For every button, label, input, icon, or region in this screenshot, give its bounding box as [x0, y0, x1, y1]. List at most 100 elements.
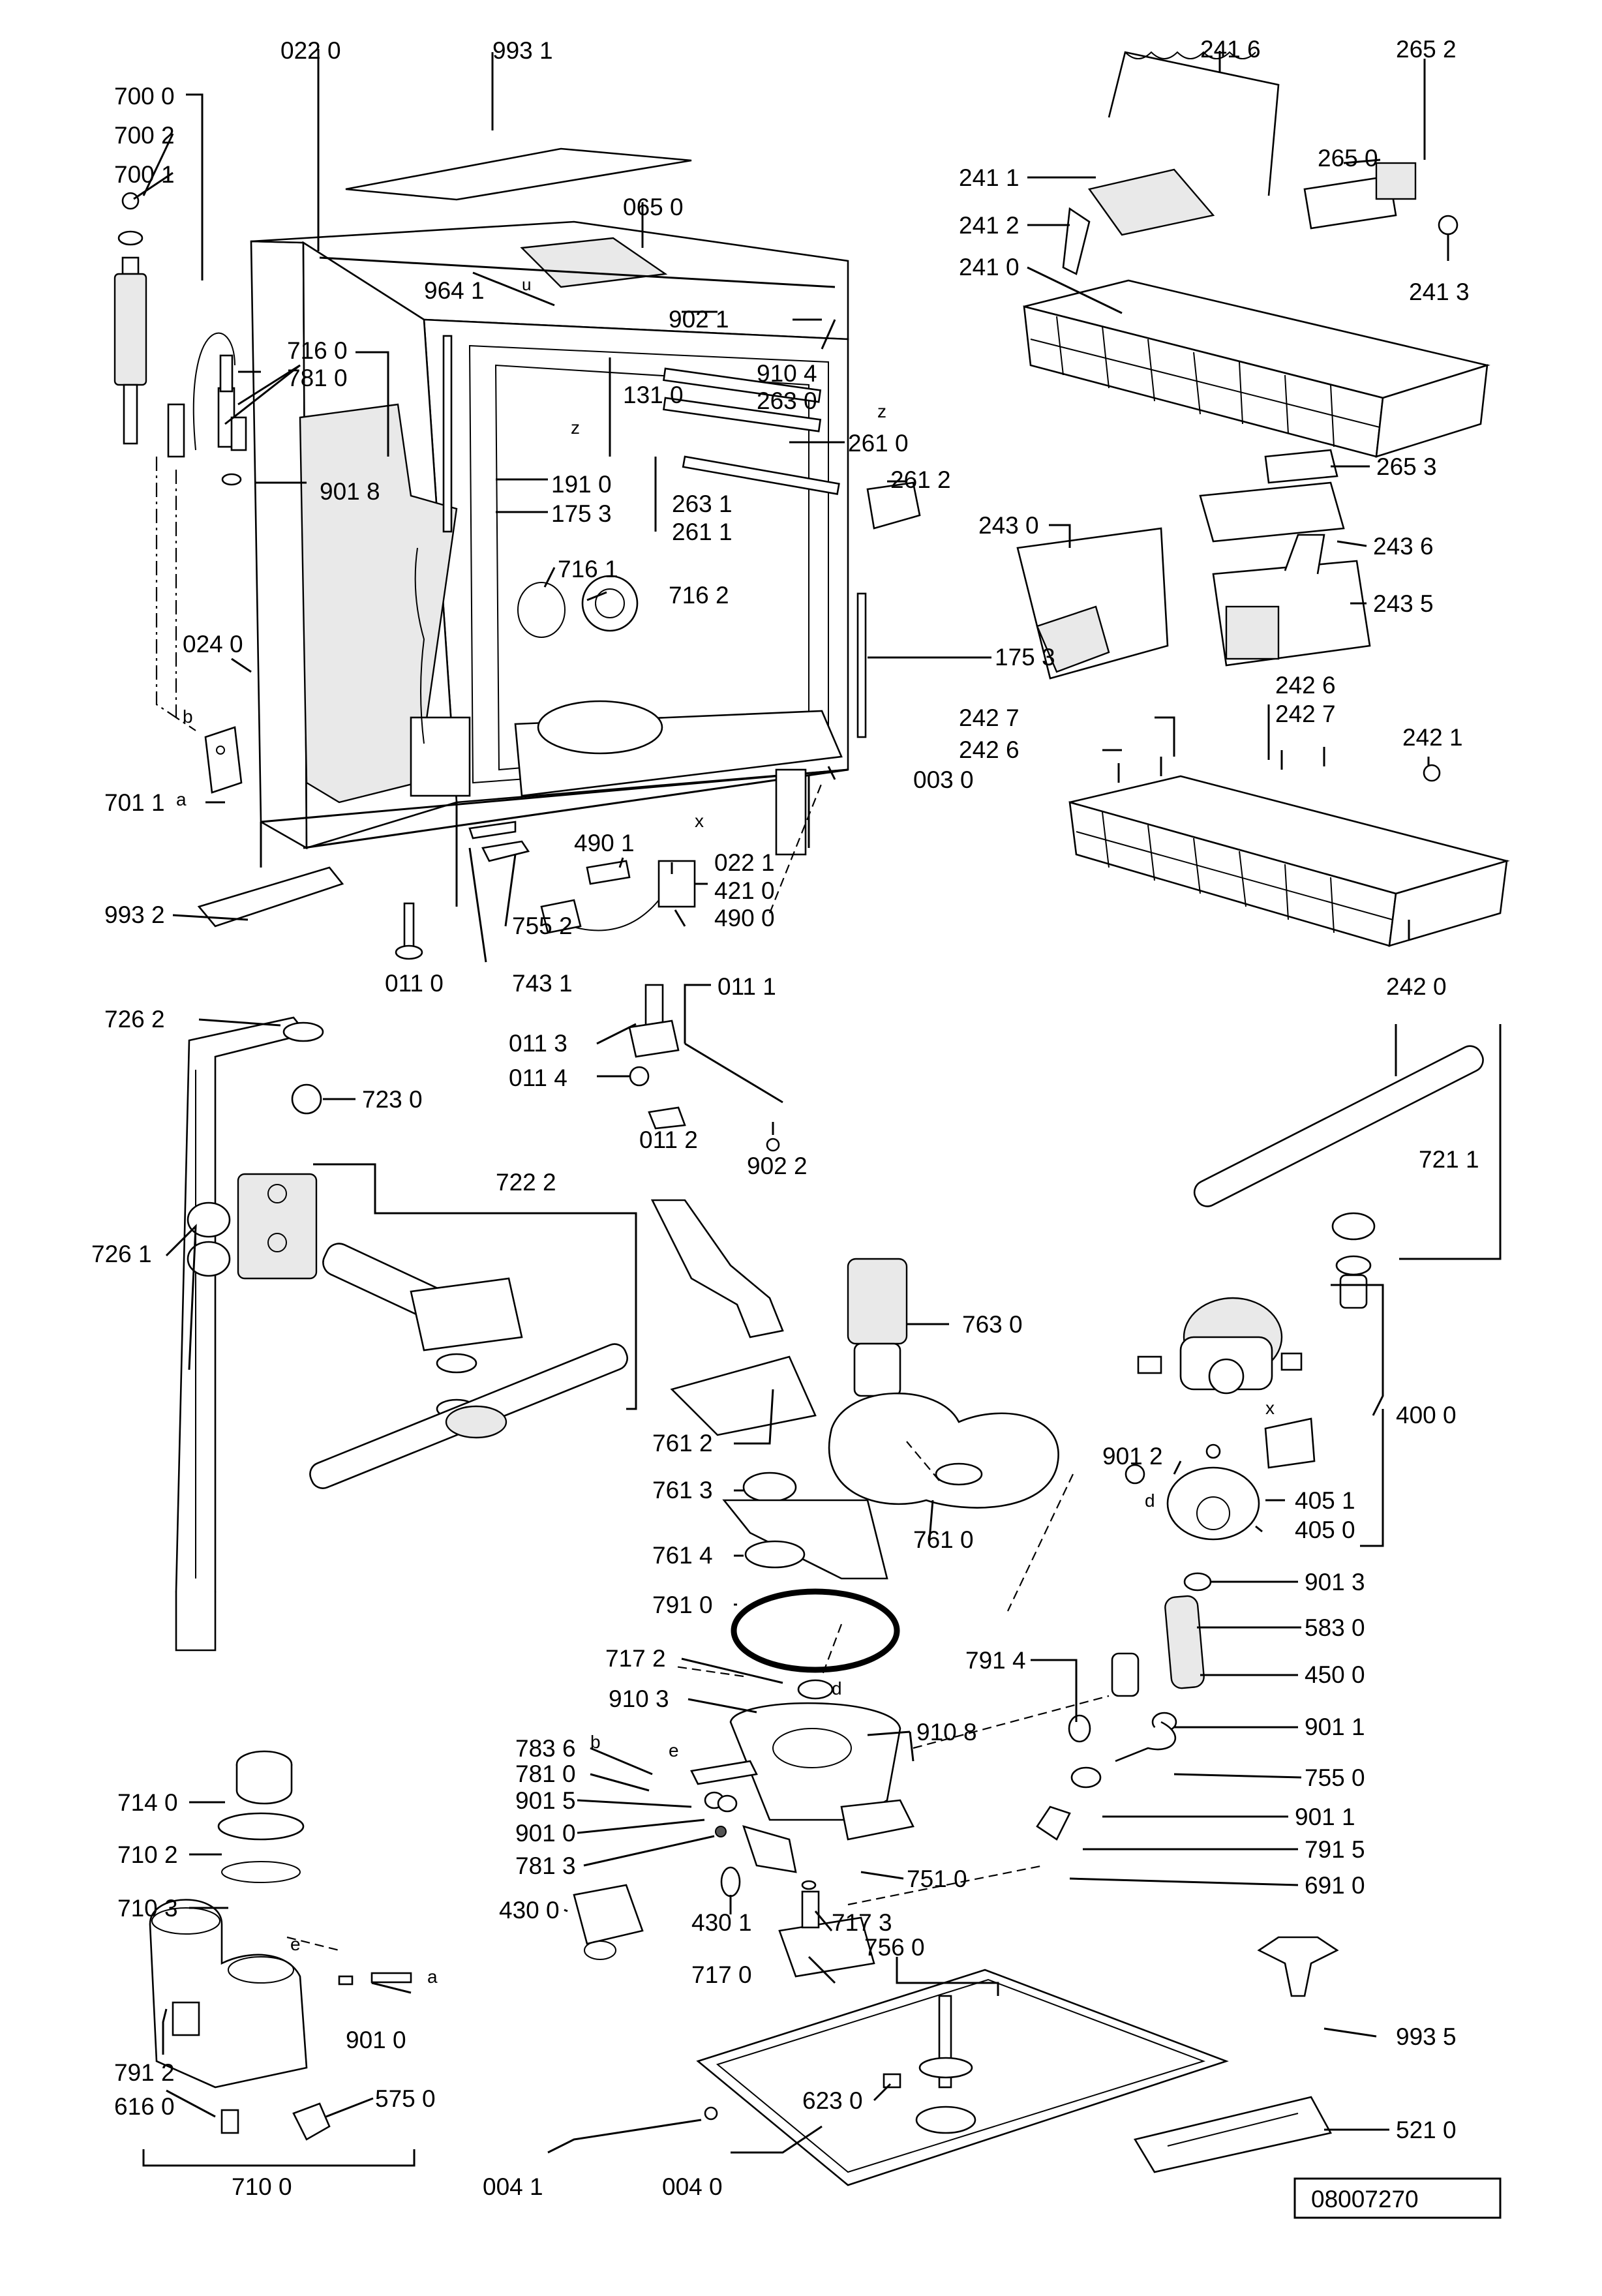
part-label: 910 8: [916, 1719, 977, 1745]
part-label: 761 0: [913, 1526, 974, 1553]
part-label: 964 1: [424, 277, 485, 304]
part-label: 710 2: [117, 1841, 178, 1868]
part-label: 241 1: [959, 164, 1020, 191]
part-label: 022 1: [714, 849, 775, 876]
part-label: 011 3: [509, 1030, 567, 1057]
part-label: 242 1: [1402, 724, 1463, 751]
part-label: 011 2: [639, 1126, 698, 1153]
top-cover-strip: [345, 147, 692, 201]
part-label: 761 3: [652, 1477, 713, 1503]
part-label: 726 2: [104, 1006, 165, 1033]
connection-mark: x: [695, 811, 704, 831]
dishwasher-cabinet: [250, 220, 921, 907]
part-label: 242 7: [1275, 701, 1336, 727]
part-label: 722 2: [496, 1169, 556, 1196]
part-label: 716 0: [287, 337, 348, 364]
part-label: 781 3: [515, 1852, 576, 1879]
part-label: 710 3: [117, 1895, 178, 1922]
part-label: 430 1: [691, 1909, 752, 1936]
part-label: 131 0: [623, 382, 684, 408]
part-label: 910 3: [609, 1685, 669, 1712]
mains-cable-parts: [468, 821, 696, 934]
part-label: 714 0: [117, 1789, 178, 1816]
part-label: 430 0: [499, 1897, 560, 1924]
connection-mark: b: [183, 706, 193, 727]
part-label: 761 2: [652, 1430, 713, 1457]
part-label: 901 3: [1305, 1569, 1365, 1595]
part-label: 241 0: [959, 254, 1020, 280]
part-label: 901 0: [515, 1820, 576, 1847]
part-label: 263 0: [757, 387, 817, 414]
part-label: 241 6: [1200, 36, 1261, 63]
part-label: 755 0: [1305, 1764, 1365, 1791]
part-label: 242 7: [959, 704, 1020, 731]
part-label: 726 1: [91, 1241, 152, 1267]
part-label: 265 0: [1318, 145, 1378, 172]
part-number-labels: 022 0 993 1 700 0 700 2 700 1 065 0 964 …: [91, 36, 1479, 2213]
part-label: 902 1: [669, 306, 729, 333]
part-label: 243 0: [978, 512, 1039, 539]
part-label: 421 0: [714, 877, 775, 904]
connection-mark: a: [427, 1967, 438, 1987]
part-label: 716 2: [669, 582, 729, 609]
part-label: 450 0: [1305, 1661, 1365, 1688]
part-label: 011 4: [509, 1065, 567, 1091]
part-label: 261 0: [848, 430, 909, 457]
part-label: 241 3: [1409, 279, 1470, 305]
water-feed-pipe: [175, 1016, 324, 1652]
part-label: 065 0: [623, 194, 684, 220]
part-label: 265 2: [1396, 36, 1457, 63]
assembly-lines: [155, 457, 1110, 1952]
cutlery-baskets: [1016, 481, 1371, 680]
connection-mark: e: [669, 1740, 679, 1760]
part-label: 243 6: [1373, 533, 1434, 560]
part-label: 781 0: [515, 1760, 576, 1787]
part-label: 791 4: [965, 1647, 1026, 1674]
part-label: 263 1: [672, 491, 733, 517]
connection-mark: e: [290, 1934, 301, 1954]
part-label: 521 0: [1396, 2117, 1457, 2143]
part-label: 700 1: [114, 161, 175, 188]
connection-mark: u: [522, 275, 531, 294]
part-label: 723 0: [362, 1086, 423, 1113]
part-label: 751 0: [907, 1865, 967, 1892]
part-label: 691 0: [1305, 1872, 1365, 1899]
part-label: 700 2: [114, 122, 175, 149]
part-label: 022 0: [280, 37, 341, 64]
part-label: 400 0: [1396, 1402, 1457, 1428]
part-label: 721 1: [1419, 1146, 1479, 1173]
part-label: 901 5: [515, 1787, 576, 1814]
part-label: 583 0: [1305, 1614, 1365, 1641]
part-label: 783 6: [515, 1735, 576, 1762]
connection-mark: x: [1265, 1398, 1275, 1418]
sump-and-filters: [573, 1199, 1059, 1978]
part-label: 175 3: [551, 500, 612, 527]
part-label: 993 5: [1396, 2023, 1457, 2050]
part-label: 616 0: [114, 2093, 175, 2120]
part-label: 901 1: [1305, 1714, 1365, 1740]
part-label: 756 0: [864, 1934, 925, 1961]
upper-spray-arm: [309, 1243, 628, 1489]
connection-mark: z: [877, 401, 886, 421]
part-label: 623 0: [802, 2087, 863, 2114]
part-label: 261 1: [672, 519, 733, 545]
part-label: 242 6: [1275, 672, 1336, 699]
part-label: 717 2: [605, 1645, 666, 1672]
base-tray: [696, 1936, 1339, 2186]
part-label: 763 0: [962, 1311, 1023, 1338]
part-label: 717 0: [691, 1961, 752, 1988]
part-label: 781 0: [287, 365, 348, 391]
part-label: 701 1: [104, 789, 165, 816]
part-label: 405 1: [1295, 1487, 1355, 1514]
part-label: 791 2: [114, 2059, 175, 2086]
drawing-number: 08007270: [1311, 2186, 1419, 2213]
lower-basket: [1068, 747, 1510, 947]
part-label: 791 0: [652, 1592, 713, 1618]
part-label: 755 2: [512, 913, 573, 939]
connection-mark: a: [176, 789, 187, 809]
part-label: 004 1: [483, 2173, 543, 2200]
part-label: 243 5: [1373, 590, 1434, 617]
upper-basket: [1023, 51, 1490, 484]
part-label: 901 1: [1295, 1804, 1355, 1830]
